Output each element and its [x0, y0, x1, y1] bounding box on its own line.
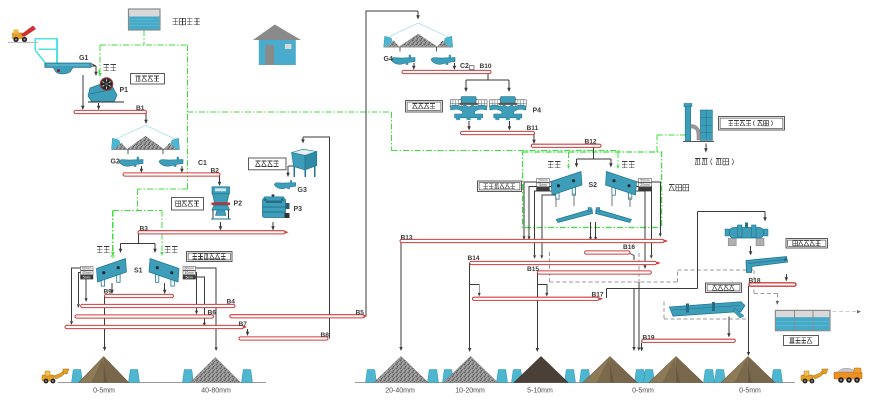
svg-text:G1: G1 — [79, 55, 88, 62]
svg-text:40mm: 40mm — [185, 271, 195, 275]
svg-text:20mm: 20mm — [640, 183, 650, 187]
svg-text:C2: C2 — [460, 63, 469, 70]
svg-text:B8: B8 — [321, 332, 330, 339]
svg-text:80mm: 80mm — [185, 267, 195, 271]
svg-text:B18: B18 — [749, 278, 761, 285]
svg-text:80mm: 80mm — [82, 267, 92, 271]
svg-text:B14: B14 — [468, 255, 480, 262]
svg-text:B3: B3 — [140, 226, 149, 233]
svg-text:G4: G4 — [384, 56, 393, 63]
svg-text:B17: B17 — [592, 292, 604, 299]
svg-text:B10: B10 — [480, 63, 492, 70]
svg-text:5mm: 5mm — [185, 275, 193, 279]
svg-text:B13: B13 — [401, 235, 413, 242]
svg-text:B12: B12 — [585, 139, 597, 146]
svg-text:B6: B6 — [208, 310, 217, 317]
svg-text:5mm: 5mm — [83, 275, 91, 279]
svg-text:B5: B5 — [356, 310, 365, 317]
svg-text:10-20mm: 10-20mm — [455, 388, 485, 395]
svg-text:P3: P3 — [294, 206, 303, 213]
svg-text:20mm: 20mm — [538, 179, 548, 183]
svg-text:S2: S2 — [589, 182, 598, 189]
svg-text:B2: B2 — [211, 168, 220, 175]
svg-text:0-5mm: 0-5mm — [632, 388, 654, 395]
svg-text:0-5mm: 0-5mm — [93, 388, 115, 395]
svg-text:5-10mm: 5-10mm — [527, 388, 553, 395]
svg-text:B9: B9 — [104, 289, 113, 296]
svg-text:C1: C1 — [198, 160, 207, 167]
svg-text:P2: P2 — [234, 201, 243, 208]
svg-text:B7: B7 — [239, 321, 248, 328]
svg-text:P1: P1 — [120, 87, 129, 94]
svg-text:5mm: 5mm — [539, 183, 547, 187]
svg-text:40-80mm: 40-80mm — [201, 388, 231, 395]
svg-text:50mm: 50mm — [640, 179, 650, 183]
svg-text:S1: S1 — [134, 268, 143, 275]
svg-text:B16: B16 — [623, 244, 635, 251]
svg-text:B15: B15 — [527, 266, 539, 273]
svg-text:P4: P4 — [533, 108, 542, 115]
svg-text:40mm: 40mm — [82, 271, 92, 275]
svg-text:G3: G3 — [298, 187, 307, 194]
svg-text:0-5mm: 0-5mm — [739, 388, 761, 395]
svg-text:20-40mm: 20-40mm — [385, 388, 415, 395]
svg-text:B19: B19 — [643, 335, 655, 342]
svg-text:G2: G2 — [111, 159, 120, 166]
svg-text:B4: B4 — [227, 299, 236, 306]
svg-text:B1: B1 — [136, 105, 145, 112]
svg-text:B11: B11 — [527, 125, 539, 132]
